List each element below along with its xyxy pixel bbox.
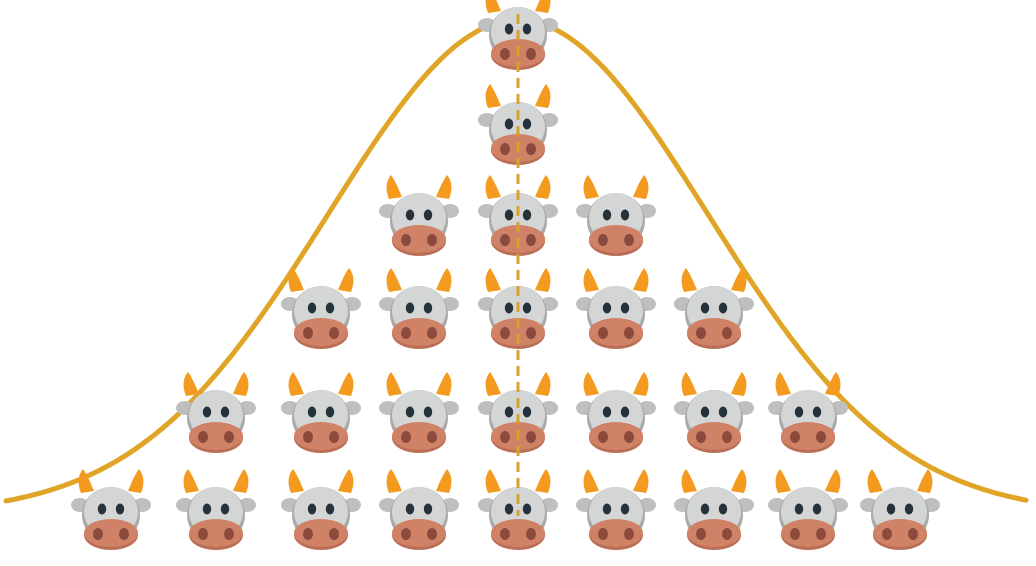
cow-face-icon — [176, 469, 256, 550]
cow-face-icon — [281, 372, 361, 453]
cow-face-icon — [379, 372, 459, 453]
cow-face-icon — [860, 469, 940, 550]
cow-face-icon — [281, 469, 361, 550]
cow-face-icon — [768, 372, 848, 453]
cow-face-icon — [674, 469, 754, 550]
cow-face-icon — [768, 469, 848, 550]
cow-face-icon — [576, 268, 656, 349]
cow-face-icon — [576, 175, 656, 256]
cow-face-icon — [576, 372, 656, 453]
cow-face-icon — [71, 469, 151, 550]
cow-face-icon — [281, 268, 361, 349]
cow-face-icon — [379, 175, 459, 256]
cow-face-icon — [379, 469, 459, 550]
cow-face-icon — [176, 372, 256, 453]
cow-face-icon — [674, 268, 754, 349]
cow-face-icon — [674, 372, 754, 453]
cow-face-icon — [576, 469, 656, 550]
cow-face-icon — [379, 268, 459, 349]
